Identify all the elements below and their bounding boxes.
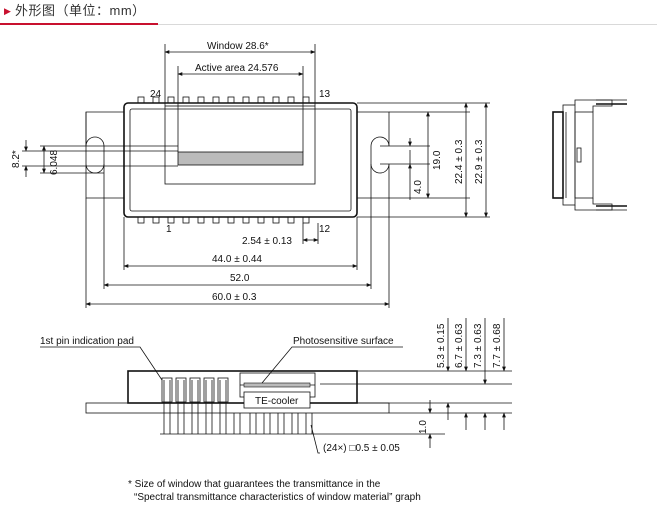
end-view: [552, 99, 627, 211]
dimension-7-3: 7.3 ± 0.63: [473, 323, 484, 368]
side-body: [127, 370, 358, 404]
header-accent-bar: [0, 23, 158, 25]
pin-12-label: 12: [319, 224, 331, 235]
active-area-dimension-label: Active area 24.576: [195, 63, 279, 74]
mounting-flange-right: [357, 111, 390, 199]
dimension-22-4: 22.4 ± 0.3: [454, 139, 465, 184]
footnote-line-2: “Spectral transmittance characteristics …: [134, 492, 421, 503]
triangle-bullet-icon: ▶: [4, 6, 11, 16]
length-52-dimension: 52.0: [230, 273, 250, 284]
dimension-22-9: 22.9 ± 0.3: [474, 139, 485, 184]
top-pins: [137, 96, 310, 104]
side-pins: [160, 377, 320, 435]
pin-pitch-dimension: 2.54 ± 0.13: [242, 236, 292, 247]
dimension-8-2: 8.2*: [11, 150, 22, 168]
dimension-7-7: 7.7 ± 0.68: [492, 323, 503, 368]
te-cooler: [243, 391, 311, 409]
length-44-dimension: 44.0 ± 0.44: [212, 254, 262, 265]
active-area: [177, 151, 304, 166]
pin1-indication-label: 1st pin indication pad: [40, 336, 134, 347]
package-body: [123, 102, 358, 218]
mounting-flange: [85, 111, 125, 199]
base-plate: [85, 402, 390, 414]
window-outline: [164, 105, 316, 185]
section-header: ▶ 外形图（单位：mm）: [0, 0, 657, 30]
pin-13-label: 13: [319, 89, 331, 100]
dimension-6-048: 6.048: [49, 150, 60, 175]
window-dimension-label: Window 28.6*: [207, 41, 269, 52]
top-view: Window 28.6* Active area 24.576 24 13 1 …: [11, 41, 490, 308]
pin-24-label: 24: [150, 89, 162, 100]
side-view: TE-cooler 1st pin indication pad Photose…: [40, 318, 512, 454]
pin-1-label: 1: [166, 224, 172, 235]
photosensitive-surface-label: Photosensitive surface: [293, 336, 394, 347]
package-inner-frame: [129, 108, 352, 212]
bottom-pins: [137, 216, 310, 224]
header-divider: [0, 24, 657, 25]
te-cooler-label: TE-cooler: [255, 396, 299, 407]
end-view-body: [552, 111, 564, 199]
footnote-line-1: * Size of window that guarantees the tra…: [128, 479, 381, 490]
length-60-dimension: 60.0 ± 0.3: [212, 292, 257, 303]
dimension-6-7: 6.7 ± 0.63: [454, 323, 465, 368]
section-title: 外形图（单位：mm）: [15, 3, 146, 18]
dimension-5-3: 5.3 ± 0.15: [436, 323, 447, 368]
pin-size-label: (24×) □0.5 ± 0.05: [323, 443, 400, 454]
dimension-4: 4.0: [413, 180, 424, 194]
dimension-19: 19.0: [432, 150, 443, 170]
dimension-1-0: 1.0: [418, 420, 429, 434]
